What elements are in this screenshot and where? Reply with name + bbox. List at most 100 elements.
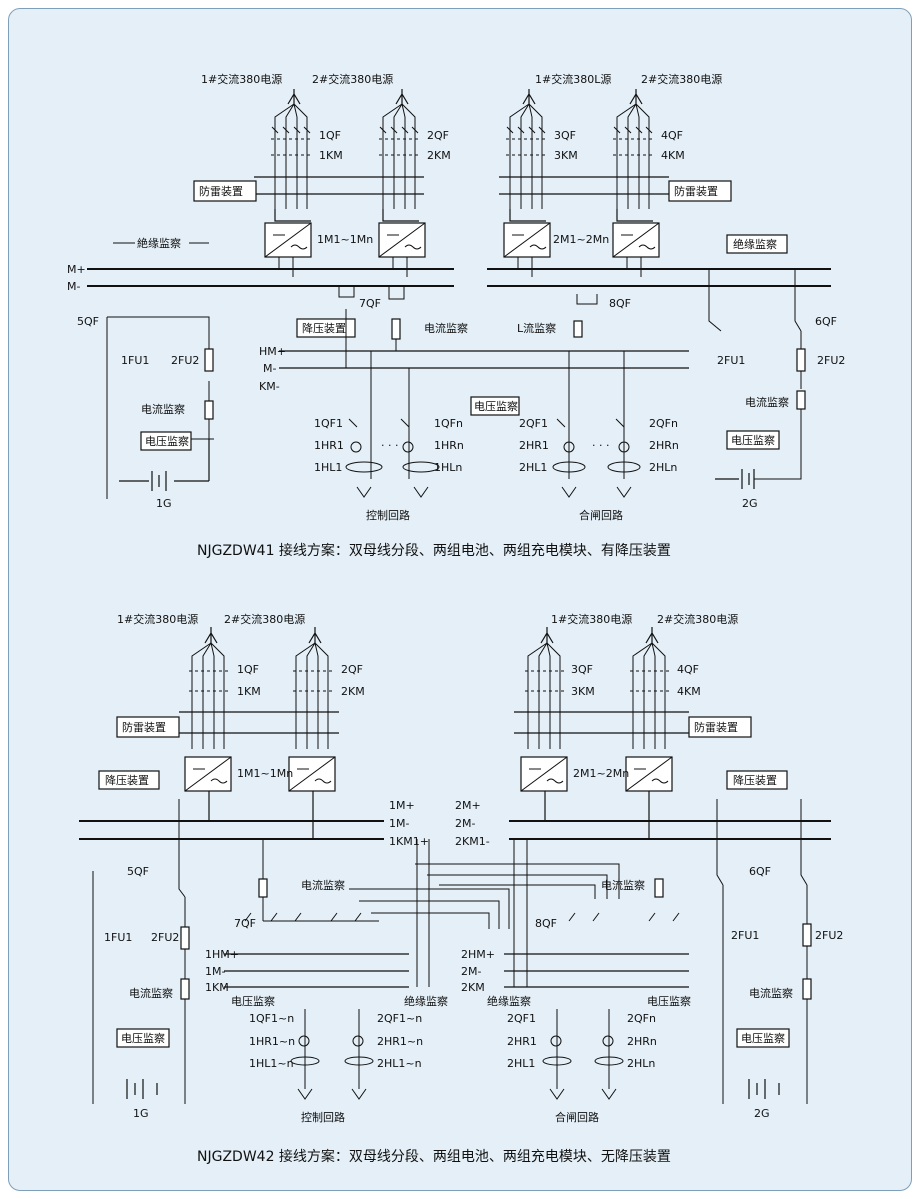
top-breaker-5qf: 5QF (77, 315, 99, 328)
top-contactor-2km: 2KM (427, 149, 451, 162)
bottom-bus-2m-plus: 2M+ (455, 799, 481, 812)
bottom-breaker-5qf: 5QF (127, 865, 149, 878)
top-battery-1g: 1G (156, 497, 172, 510)
bottom-bus-2km1-minus: 2KM1- (455, 835, 490, 848)
top-voltage-monitor-mid-box (470, 396, 520, 416)
bottom-step-down-right-label: 降压装置 (733, 773, 777, 787)
top-breaker-1qf: 1QF (319, 129, 341, 142)
top-feeder-1hln: 1HLn (434, 461, 462, 474)
top-feeder-2hl1: 2HL1 (519, 461, 547, 474)
top-insulation-monitor-left: 絶缘监察 (137, 236, 181, 250)
bottom-step-down-left-label: 降压装置 (105, 773, 149, 787)
top-feeder-dots-right: · · · (592, 439, 609, 452)
top-surge-device-left (193, 180, 257, 202)
top-breaker-4qf: 4QF (661, 129, 683, 142)
bottom-current-shunt-right (802, 978, 812, 1000)
bottom-feeders (290, 1009, 624, 1100)
bottom-feeder-2qf: 2QF1~n (377, 1012, 422, 1025)
top-fuse-2fu2: 2FU2 (171, 354, 199, 367)
top-sub-bus-hm-plus: HM+ (259, 345, 286, 358)
bottom-module-label-right: 2M1~2Mn (573, 767, 629, 780)
bottom-breaker-7qf: 7QF (234, 917, 256, 930)
bottom-bus-1km1-plus: 1KM1+ (389, 835, 429, 848)
bottom-sub-bus-1m-minus: 1M- (205, 965, 225, 978)
top-fuse-left (204, 348, 214, 372)
top-feeder-2qfn: 2QFn (649, 417, 678, 430)
bottom-contactor-4km: 4KM (677, 685, 701, 698)
top-sub-bus-m-minus: M- (263, 362, 276, 375)
bottom-fuse-2fu2: 2FU2 (151, 931, 179, 944)
bottom-current-monitor-a: 电流监察 (301, 878, 345, 892)
bottom-fuse-left (180, 926, 190, 950)
top-feeder-1hl1: 1HL1 (314, 461, 342, 474)
bottom-voltage-monitor-left: 电压监察 (121, 1031, 165, 1045)
top-module-label-right: 2M1~2Mn (553, 233, 609, 246)
top-current-monitor-mid: 电流监察 (424, 321, 468, 335)
top-charging-modules (264, 222, 660, 277)
top-voltage-monitor-right-box (726, 430, 780, 450)
bottom-breaker-2qf: 2QF (341, 663, 363, 676)
top-surge-device-right (668, 180, 732, 202)
top-breaker-2qf: 2QF (427, 129, 449, 142)
top-feeders-left: · · · (345, 351, 440, 498)
bottom-contactor-1km: 1KM (237, 685, 261, 698)
top-sub-buses (279, 309, 689, 369)
bottom-insulation-monitor-a: 绝缘监察 (404, 994, 448, 1008)
top-step-down-label: 降压装置 (302, 321, 346, 335)
bottom-sub-bus-2m-minus: 2M- (461, 965, 481, 978)
bottom-insulation-monitor-b: 绝缘监察 (487, 994, 531, 1008)
bottom-voltage-monitor-right-box (736, 1028, 790, 1048)
bottom-scheme: 1#交流380电源 2#交流380电源 1#交流380电源 2#交流380电源 … (79, 612, 843, 1165)
top-current-monitor-right: 电流监察 (745, 395, 789, 409)
top-ac-source-4: 2#交流380电源 (641, 72, 722, 86)
bottom-shunt-b (654, 878, 664, 898)
bottom-voltage-monitor-right: 电压监察 (741, 1031, 785, 1045)
bottom-ac-source-2: 2#交流380电源 (224, 612, 305, 626)
top-fuse-right (796, 348, 806, 372)
top-feeder-1qfn: 1QFn (434, 417, 463, 430)
top-feeder-2hln: 2HLn (649, 461, 677, 474)
bottom-battery-1g: 1G (133, 1107, 149, 1120)
top-surge-device-right-label: 防雷装置 (674, 184, 718, 198)
bottom-step-down-right (726, 770, 788, 790)
bottom-sub-bus-2hm: 2HM+ (461, 948, 495, 961)
bottom-voltage-monitor-b: 电压监察 (647, 994, 691, 1008)
top-contactor-1km: 1KM (319, 149, 343, 162)
bottom-breaker-1qf: 1QF (237, 663, 259, 676)
bottom-breaker-4qf: 4QF (677, 663, 699, 676)
bottom-surge-device-right-label: 防雷装置 (694, 720, 738, 734)
top-voltage-monitor-left: 电压监察 (145, 434, 189, 448)
top-current-monitor-right-mid: L流监察 (517, 321, 556, 335)
top-feeder-1hr1: 1HR1 (314, 439, 344, 452)
top-main-buses (87, 268, 831, 287)
top-feeder-2qf1: 2QF1 (519, 417, 548, 430)
bottom-ac-source-4: 2#交流380电源 (657, 612, 738, 626)
top-bus-m-minus: M- (67, 280, 80, 293)
bottom-feeder-1hr: 1HR1~n (249, 1035, 295, 1048)
bottom-voltage-monitor-a: 电压监察 (231, 994, 275, 1008)
bottom-fuse-1fu1: 1FU1 (104, 931, 132, 944)
bottom-feeder-2hr1: 2HR1 (507, 1035, 537, 1048)
top-current-shunt-right (796, 390, 806, 410)
top-surge-device-left-label: 防雷装置 (199, 184, 243, 198)
top-feeder-2hr1: 2HR1 (519, 439, 549, 452)
top-voltage-monitor-mid: 电压监察 (474, 399, 518, 413)
top-shunt-right-mid (573, 320, 583, 338)
top-breaker-6qf: 6QF (815, 315, 837, 328)
bottom-sub-bus-1km: 1KM (205, 981, 229, 994)
top-feeder-1hrn: 1HRn (434, 439, 464, 452)
top-ac-source-2: 2#交流380电源 (312, 72, 393, 86)
bottom-contactor-3km: 3KM (571, 685, 595, 698)
bottom-scheme-caption: NJGZDW42 接线方案：双母线分段、两组电池、两组充电模块、无降压装置 (197, 1148, 671, 1165)
bottom-loop-closing: 合闸回路 (555, 1110, 599, 1124)
top-scheme: 1#交流380电源 2#交流380电源 1#交流380L源 2#交流380电源 … (67, 72, 845, 559)
bottom-bus-1m-minus: 1M- (389, 817, 409, 830)
top-ac-source-3: 1#交流380L源 (535, 72, 611, 86)
top-sub-bus-km-minus: KM- (259, 380, 280, 393)
bottom-current-monitor-b: 电流监察 (601, 878, 645, 892)
bottom-feeder-2qf1: 2QF1 (507, 1012, 536, 1025)
top-fuse-2fu1: 2FU1 (717, 354, 745, 367)
bottom-ac-source-1: 1#交流380电源 (117, 612, 198, 626)
top-feeder-2hrn: 2HRn (649, 439, 679, 452)
top-current-monitor-left: 电流监察 (141, 402, 185, 416)
